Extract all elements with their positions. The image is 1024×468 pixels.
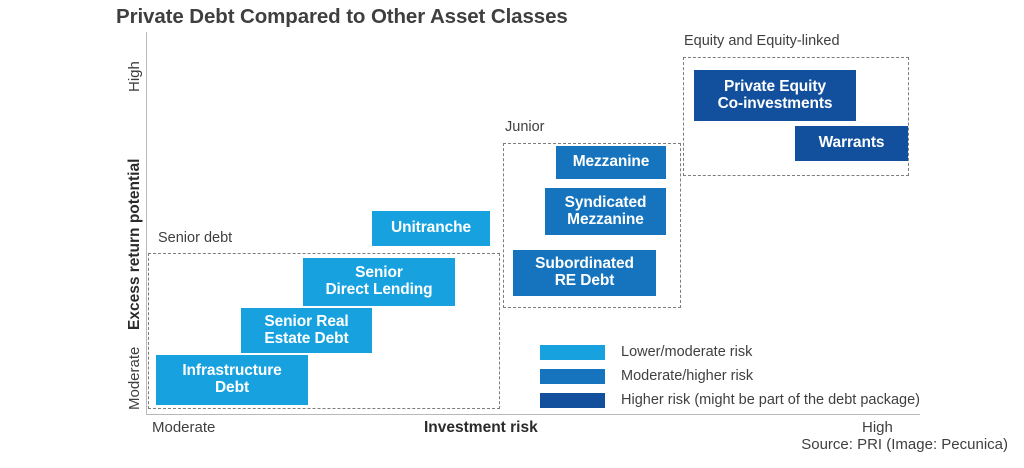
chart-title: Private Debt Compared to Other Asset Cla…: [116, 5, 568, 28]
asset-box-private-equity-coinvestments[interactable]: Private Equity Co-investments: [694, 70, 856, 121]
asset-box-senior-real-estate-debt[interactable]: Senior Real Estate Debt: [241, 308, 372, 353]
asset-box-mezzanine[interactable]: Mezzanine: [556, 146, 666, 179]
asset-label: Infrastructure Debt: [182, 362, 282, 396]
group-label-equity: Equity and Equity-linked: [681, 33, 843, 49]
legend-item-mid: Moderate/higher risk: [540, 365, 920, 387]
legend-label-high: Higher risk (might be part of the debt p…: [621, 392, 921, 408]
asset-label: Mezzanine: [572, 153, 650, 171]
asset-box-senior-direct-lending[interactable]: Senior Direct Lending: [303, 258, 455, 306]
legend-label-low: Lower/moderate risk: [621, 344, 753, 360]
asset-label: Senior Real Estate Debt: [264, 312, 349, 347]
asset-box-warrants[interactable]: Warrants: [795, 126, 908, 161]
x-axis-tick-high: High: [862, 419, 893, 436]
y-axis-tick-high: High: [126, 61, 143, 92]
asset-label: Private Equity Co-investments: [717, 77, 833, 112]
x-axis-tick-moderate: Moderate: [152, 419, 216, 436]
legend-item-high: Higher risk (might be part of the debt p…: [540, 389, 920, 411]
asset-label: Senior Direct Lending: [325, 264, 433, 298]
asset-label: Subordinated RE Debt: [535, 255, 634, 289]
asset-box-unitranche[interactable]: Unitranche: [372, 211, 490, 246]
asset-label: Warrants: [818, 134, 885, 152]
group-label-senior-debt: Senior debt: [155, 230, 236, 246]
group-box-senior-debt: [148, 253, 500, 409]
y-axis-tick-moderate: Moderate: [126, 346, 143, 410]
x-axis-title: Investment risk: [424, 419, 538, 436]
asset-label: Syndicated Mezzanine: [564, 193, 647, 228]
asset-label: Unitranche: [391, 219, 471, 237]
legend-label-mid: Moderate/higher risk: [621, 368, 754, 384]
group-box-junior: [503, 143, 681, 308]
legend-swatch-low-icon: [540, 344, 605, 360]
group-label-junior: Junior: [502, 119, 548, 135]
asset-box-subordinated-re-debt[interactable]: Subordinated RE Debt: [513, 250, 656, 296]
y-axis-title: Excess return potential: [126, 158, 143, 330]
y-axis-line: [146, 32, 147, 414]
source-attribution: Source: PRI (Image: Pecunica): [801, 436, 1008, 453]
group-box-equity: [683, 57, 909, 176]
legend-item-low: Lower/moderate risk: [540, 341, 920, 363]
x-axis-line: [146, 414, 920, 415]
asset-box-infrastructure-debt[interactable]: Infrastructure Debt: [156, 355, 308, 405]
legend-swatch-mid-icon: [540, 368, 605, 384]
chart-legend: Lower/moderate risk Moderate/higher risk…: [540, 341, 920, 413]
asset-box-syndicated-mezzanine[interactable]: Syndicated Mezzanine: [545, 188, 666, 235]
legend-swatch-high-icon: [540, 392, 605, 408]
